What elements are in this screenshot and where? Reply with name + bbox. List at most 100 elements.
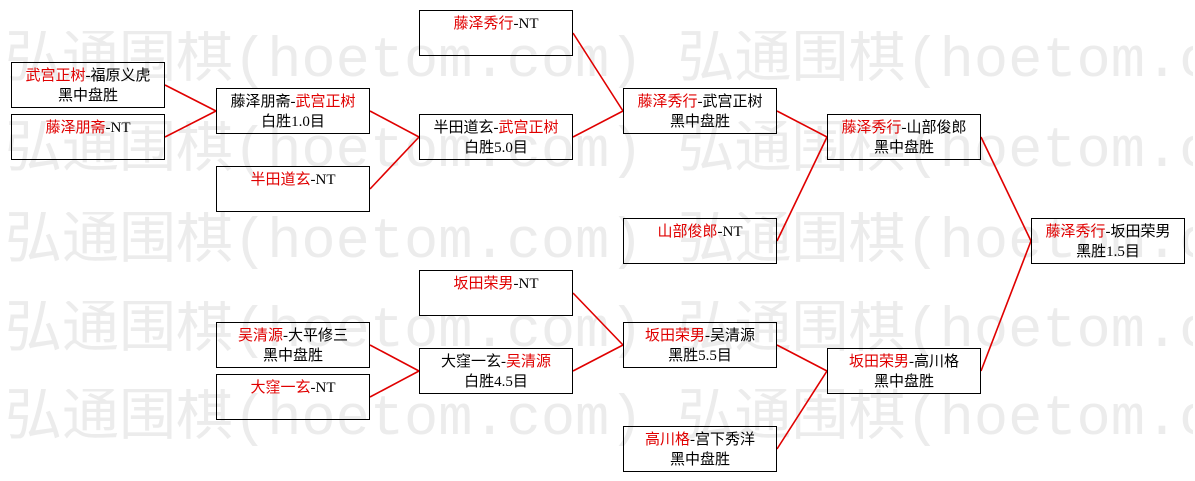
separator: - — [493, 120, 499, 136]
match-players: 藤泽朋斋-武宫正树 — [217, 92, 369, 112]
separator: - — [717, 224, 723, 240]
separator: - — [1105, 224, 1111, 240]
watermark-row: 弘通围棋(hoetom.com) 弘通围棋(hoetom.com) — [5, 301, 1193, 363]
player-name: 藤泽朋斋 — [230, 94, 291, 110]
result-text: 黑中盘胜 — [669, 114, 730, 130]
watermark-row: 弘通围棋(hoetom.com) 弘通围棋(hoetom.com) — [5, 389, 1193, 451]
result-text: 白胜1.0目 — [261, 114, 325, 130]
bracket-line — [776, 370, 828, 450]
result-text — [217, 398, 369, 418]
result-text — [624, 242, 776, 262]
player-name: 藤泽秀行 — [453, 16, 514, 32]
result-text — [420, 294, 572, 314]
player-name: 武宫正树 — [498, 120, 559, 136]
match-players: 藤泽秀行-山部俊郎 — [828, 118, 980, 138]
match-box-col4-3: 坂田荣男-吴清源 黑胜5.5目 — [623, 322, 777, 368]
player-name: NT — [518, 276, 539, 292]
player-name: 藤泽朋斋 — [45, 120, 106, 136]
watermark-text: 弘通围棋(hoetom.com) — [5, 389, 644, 451]
bracket-line — [980, 136, 1032, 242]
match-box-col2-2: 半田道玄-NT — [216, 166, 370, 212]
bracket-line — [369, 344, 420, 372]
player-name: 藤泽秀行 — [1045, 224, 1106, 240]
player-name: 吴清源 — [710, 328, 756, 344]
player-name: NT — [518, 16, 539, 32]
player-name: 武宫正树 — [25, 68, 86, 84]
player-name: 坂田荣男 — [848, 354, 909, 370]
match-players: 山部俊郎-NT — [624, 222, 776, 242]
match-box-col1-1: 武宫正树-福原义虎 黑中盘胜 — [11, 62, 165, 108]
match-box-col3-1: 藤泽秀行-NT — [419, 10, 573, 56]
match-box-col1-2: 藤泽朋斋-NT — [11, 114, 165, 160]
watermark-text: 弘通围棋(hoetom.com) — [677, 31, 1193, 93]
bracket-line — [572, 110, 624, 138]
result-text — [12, 138, 164, 158]
player-name: 藤泽秀行 — [841, 120, 902, 136]
separator: - — [310, 380, 316, 396]
separator: - — [513, 16, 519, 32]
match-box-col2-1: 藤泽朋斋-武宫正树 白胜1.0目 — [216, 88, 370, 134]
watermark-text: 弘通围棋(hoetom.com) — [5, 121, 644, 183]
bracket-line — [164, 110, 217, 138]
separator: - — [690, 432, 695, 448]
match-players: 高川格-宫下秀洋 — [624, 430, 776, 450]
result-text: 黑胜1.5目 — [1076, 244, 1140, 260]
player-name: 高川格 — [914, 354, 960, 370]
separator: - — [705, 328, 710, 344]
bracket-line — [369, 110, 420, 138]
bracket-line — [572, 292, 624, 346]
match-players: 坂田荣男-高川格 — [828, 352, 980, 372]
result-text: 黑中盘胜 — [262, 348, 323, 364]
player-name: 山部俊郎 — [906, 120, 967, 136]
match-box-col2-3: 吴清源-大平修三 黑中盘胜 — [216, 322, 370, 368]
bracket-line — [572, 32, 624, 112]
match-players: 吴清源-大平修三 — [217, 326, 369, 346]
match-box-col3-4: 大窪一玄-吴清源 白胜4.5目 — [419, 348, 573, 394]
result-text — [420, 34, 572, 54]
result-text: 黑胜5.5目 — [668, 348, 732, 364]
watermark-text: 弘通围棋(hoetom.com) — [677, 389, 1193, 451]
player-name: 大平修三 — [288, 328, 349, 344]
watermark-row: 弘通围棋(hoetom.com) 弘通围棋(hoetom.com) — [5, 31, 1193, 93]
match-box-col3-3: 坂田荣男-NT — [419, 270, 573, 316]
player-name: 吴清源 — [237, 328, 283, 344]
bracket-line — [776, 110, 828, 138]
match-box-col5-1: 藤泽秀行-山部俊郎 黑中盘胜 — [827, 114, 981, 160]
player-name: 大窪一玄 — [250, 380, 311, 396]
match-box-col2-4: 大窪一玄-NT — [216, 374, 370, 420]
separator: - — [310, 172, 316, 188]
watermark-text: 弘通围棋(hoetom.com) — [5, 301, 644, 363]
player-name: 半田道玄 — [433, 120, 494, 136]
player-name: 吴清源 — [506, 354, 552, 370]
match-box-final: 藤泽秀行-坂田荣男 黑胜1.5目 — [1031, 218, 1185, 264]
match-players: 大窪一玄-NT — [217, 378, 369, 398]
player-name: 武宫正树 — [702, 94, 763, 110]
match-players: 坂田荣男-NT — [420, 274, 572, 294]
match-players: 大窪一玄-吴清源 — [420, 352, 572, 372]
match-players: 藤泽秀行-坂田荣男 — [1032, 222, 1184, 242]
match-players: 半田道玄-武宫正树 — [420, 118, 572, 138]
result-text: 黑中盘胜 — [669, 452, 730, 468]
separator: - — [697, 94, 703, 110]
result-text: 黑中盘胜 — [873, 140, 934, 156]
player-name: 宫下秀洋 — [695, 432, 756, 448]
separator: - — [909, 354, 914, 370]
player-name: 坂田荣男 — [644, 328, 705, 344]
match-players: 藤泽秀行-NT — [420, 14, 572, 34]
result-text: 黑中盘胜 — [57, 88, 118, 104]
player-name: NT — [315, 380, 336, 396]
watermark-row: 弘通围棋(hoetom.com) 弘通围棋(hoetom.com) — [5, 212, 1193, 274]
player-name: 半田道玄 — [250, 172, 311, 188]
result-text: 白胜4.5目 — [464, 374, 528, 390]
bracket-line — [776, 344, 828, 372]
match-box-col3-2: 半田道玄-武宫正树 白胜5.0目 — [419, 114, 573, 160]
match-box-col4-2: 山部俊郎-NT — [623, 218, 777, 264]
separator: - — [105, 120, 111, 136]
bracket-line — [980, 240, 1032, 372]
match-players: 坂田荣男-吴清源 — [624, 326, 776, 346]
separator: - — [901, 120, 907, 136]
watermark-text: 弘通围棋(hoetom.com) — [677, 121, 1193, 183]
separator: - — [513, 276, 519, 292]
bracket-line — [369, 370, 420, 398]
